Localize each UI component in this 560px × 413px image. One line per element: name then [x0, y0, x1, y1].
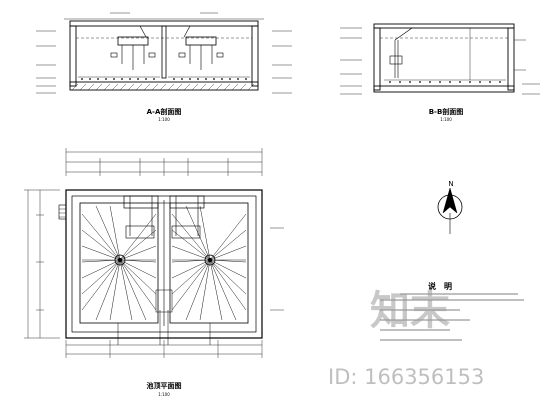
section-b-drawing	[340, 23, 540, 95]
plan-scale: 1:100	[158, 392, 170, 397]
plan-right-aeration-grid	[171, 205, 247, 321]
section-a-base-hatch	[71, 83, 255, 91]
watermark-logo-text: 知末	[370, 288, 450, 334]
section-a-levels	[36, 12, 292, 94]
compass-label: N	[448, 180, 453, 188]
section-a-title: A-A剖面图	[147, 107, 182, 116]
section-b-diffusers	[389, 81, 501, 83]
section-a-drawing	[36, 12, 292, 94]
plan-title: 池顶平面图	[147, 381, 182, 390]
compass-symbol	[437, 187, 463, 234]
section-a-scale: 1:100	[158, 117, 170, 122]
notes-title: 说 明	[428, 281, 452, 291]
plan-drawing	[24, 148, 284, 358]
section-a-equipment	[110, 25, 224, 70]
watermark-id: ID: 166356153	[328, 365, 484, 389]
plan-left-aeration-grid	[81, 205, 157, 321]
section-b-scale: 1:100	[440, 117, 452, 122]
section-a-diffusers	[81, 78, 247, 80]
notes-block	[380, 293, 524, 341]
section-b-title: B-B剖面图	[429, 107, 464, 116]
watermark-logo: 知末	[370, 288, 450, 334]
